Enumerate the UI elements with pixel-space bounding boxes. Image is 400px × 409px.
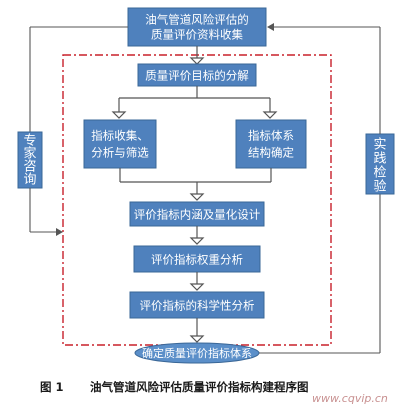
arrow-decompose-split	[111, 86, 278, 119]
arrow-merge	[119, 168, 272, 201]
expert-consultation-char-4: 询	[23, 173, 36, 188]
box-connotation-design-label: 评价指标内涵及量化设计	[134, 208, 261, 222]
watermark-text: www.cqvip.cn	[312, 392, 388, 405]
box-goal-decomposition-label: 质量评价目标的分解	[145, 69, 249, 83]
arrow-collect-to-decompose	[189, 46, 205, 65]
expert-consultation-char-3: 咨	[23, 160, 36, 175]
box-weight-analysis-label: 评价指标权重分析	[151, 253, 243, 267]
practice-validation-char-1: 实	[373, 138, 386, 153]
box-weight-analysis: 评价指标权重分析	[133, 245, 261, 273]
expert-consultation-loop: 专 家 咨 询	[17, 26, 128, 236]
practice-validation-char-4: 验	[373, 179, 386, 195]
practice-validation-loop: 实 践 检 验	[259, 23, 395, 354]
box-indicator-collection: 指标收集、 分析与筛选	[83, 119, 157, 169]
practice-validation-char-3: 检	[373, 166, 386, 181]
expert-consultation-char-2: 家	[23, 146, 36, 162]
box-connotation-design: 评价指标内涵及量化设计	[129, 201, 265, 227]
box-indicator-system: 指标体系 结构确定	[235, 119, 307, 169]
box-data-collection-line2: 质量评价资料收集	[151, 28, 243, 42]
arrow-weight-to-science	[189, 272, 205, 291]
box-data-collection-line1: 油气管道风险评估的	[145, 13, 249, 27]
final-indicator-system-label: 确定质量评价指标体系	[142, 346, 252, 360]
box-scientific-analysis-label: 评价指标的科学性分析	[140, 299, 255, 313]
practice-validation-char-2: 践	[373, 152, 386, 167]
figure-number: 图 1	[40, 380, 64, 394]
box-indicator-collection-line2: 分析与筛选	[91, 146, 149, 160]
box-indicator-system-line1: 指标体系	[248, 129, 294, 143]
box-indicator-collection-line1: 指标收集、	[91, 129, 149, 143]
box-indicator-system-line2: 结构确定	[248, 146, 294, 160]
box-data-collection: 油气管道风险评估的 质量评价资料收集	[127, 7, 267, 47]
practice-validation-box	[365, 133, 395, 195]
box-goal-decomposition: 质量评价目标的分解	[137, 63, 257, 87]
box-scientific-analysis: 评价指标的科学性分析	[129, 291, 265, 319]
expert-consultation-char-1: 专	[23, 134, 36, 149]
final-indicator-system: 确定质量评价指标体系	[134, 342, 260, 364]
arrow-connotation-to-weight	[189, 226, 205, 245]
figure-caption: 油气管道风险评估质量评价指标构建程序图	[90, 380, 309, 394]
arrow-science-to-final	[189, 318, 205, 343]
